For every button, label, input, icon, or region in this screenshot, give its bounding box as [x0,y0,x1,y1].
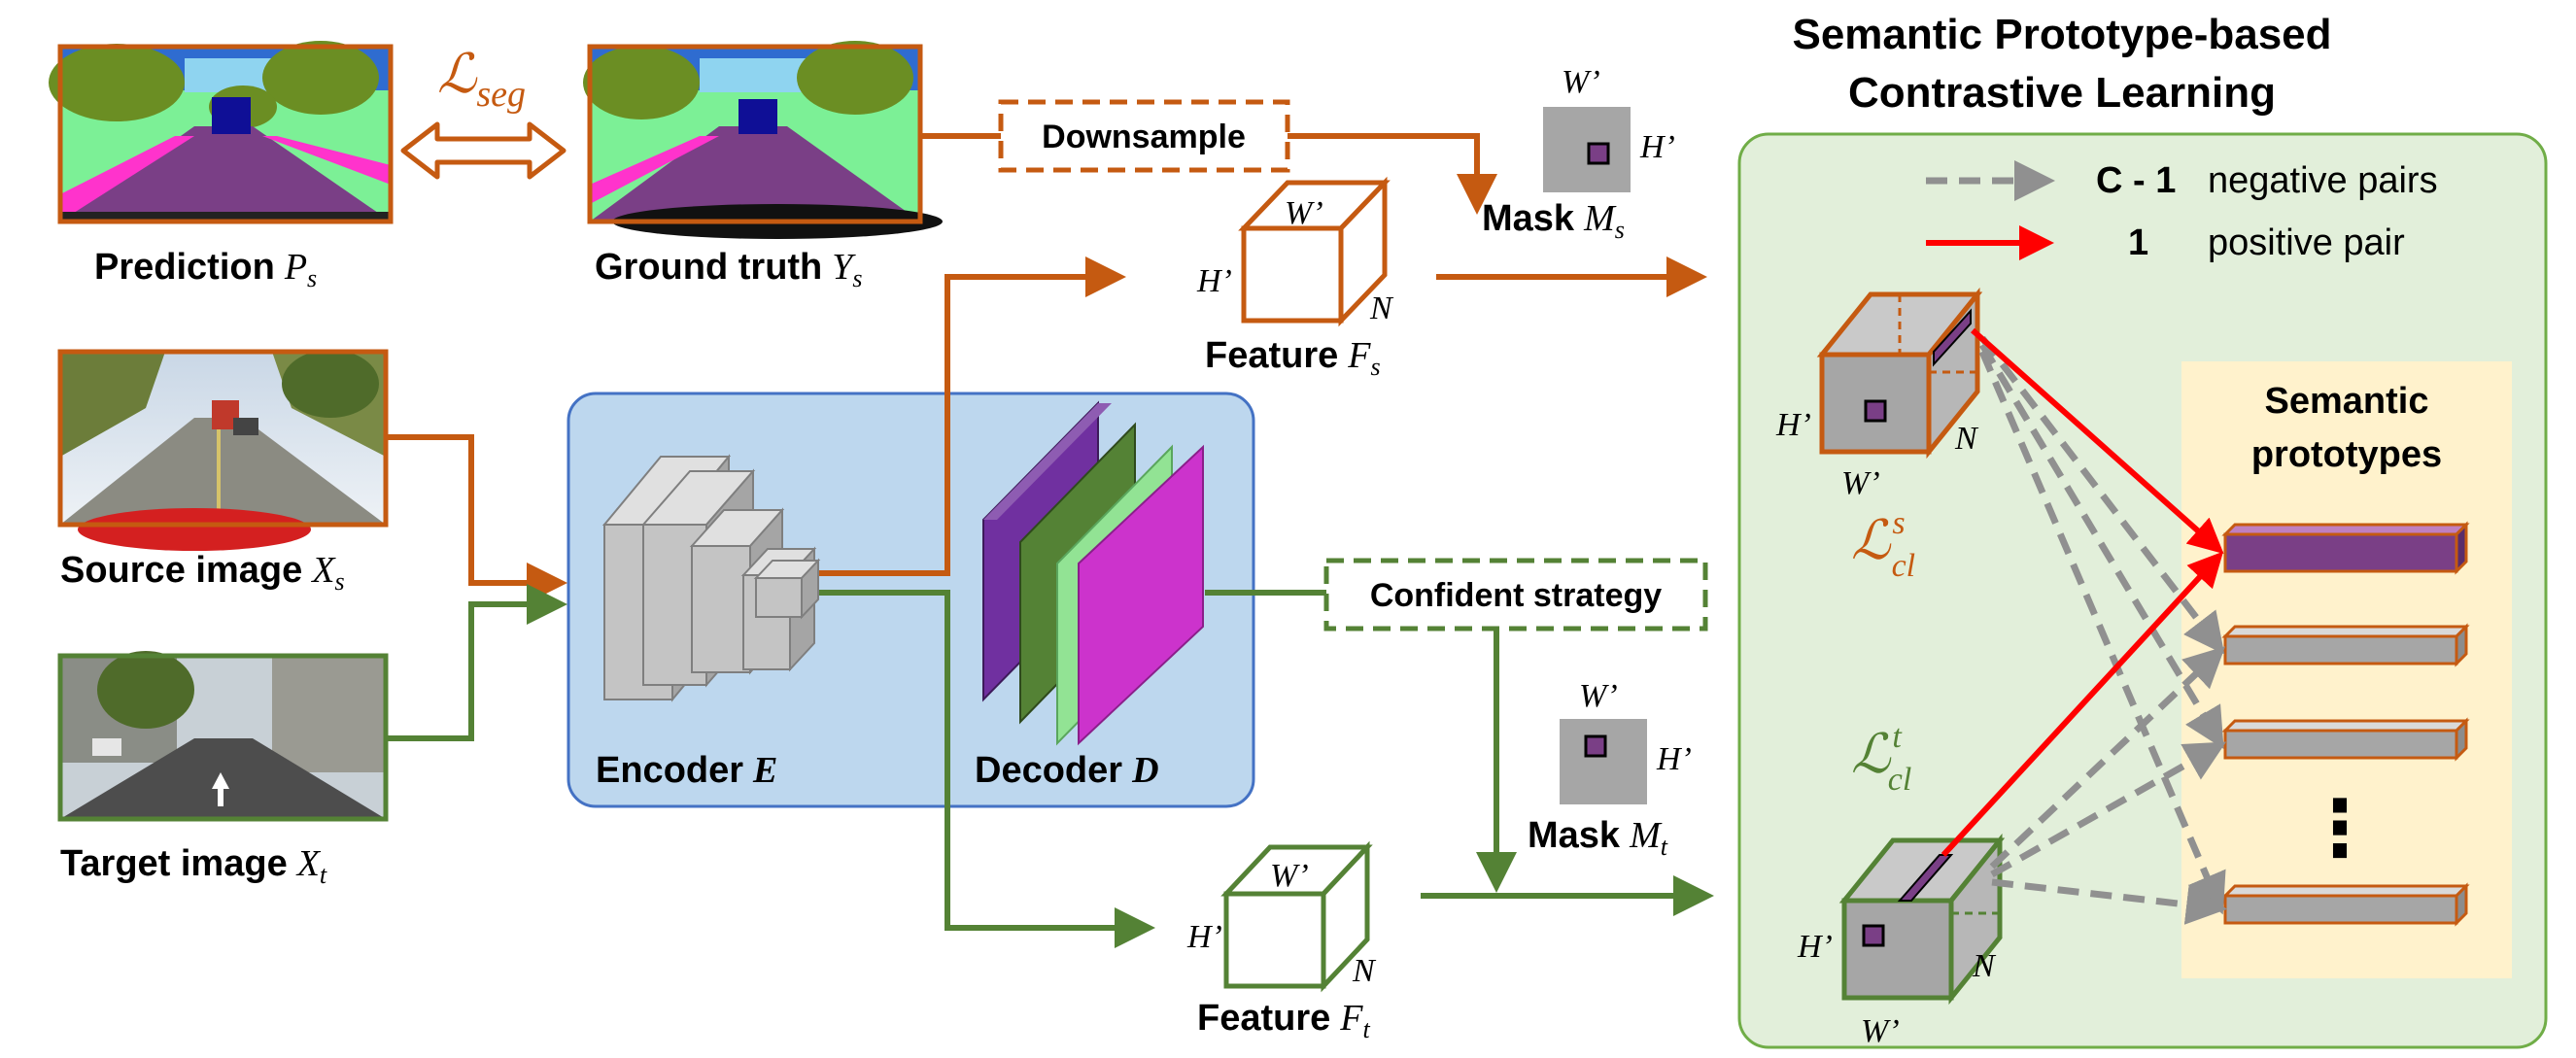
feature-target-cube [1220,840,1373,993]
double-arrow-icon [400,121,567,180]
prototype-bars [2221,521,2470,927]
downsample-box: Downsample [998,99,1290,173]
contrastive-title-line1: Semantic Prototype-based [1792,11,2331,58]
svg-text:H’: H’ [1656,741,1692,777]
contrastive-title-line2: Contrastive Learning [1848,69,2276,117]
svg-text:N: N [1954,421,1979,457]
contrastive-source-cube [1816,287,1983,460]
svg-text:W’: W’ [1861,1013,1900,1049]
ellipsis-icon: ⋮ [2301,783,2379,873]
svg-text:W’: W’ [1562,64,1600,100]
confident-strategy-box: Confident strategy [1323,558,1708,631]
prediction-image [49,41,394,224]
prototypes-label-line1: Semantic [2265,381,2429,422]
prototype-negative-c [2221,882,2470,927]
legend-positive-count: 1 [2128,222,2148,263]
svg-text:W’: W’ [1841,465,1880,501]
ground-truth-image [583,41,943,239]
svg-text:N: N [1369,290,1394,326]
loss-seg-symbol: ℒ [437,45,478,105]
encoder-network [601,454,821,702]
prototype-negative-2 [2221,717,2470,762]
legend: C - 1 negative pairs 1 positive pair [1926,160,2438,263]
svg-text:H’: H’ [1775,407,1811,443]
svg-text:H’: H’ [1639,129,1675,165]
confident-strategy-label: Confident strategy [1370,577,1662,614]
feature-source-cube [1238,176,1391,327]
source-image [57,349,389,551]
source-connectors [386,133,1707,603]
downsample-label: Downsample [1042,119,1246,155]
target-image [57,651,389,822]
prototype-negative-1 [2221,623,2470,667]
legend-negative-text: negative pairs [2208,160,2438,201]
prototype-positive [2221,521,2470,575]
prototypes-label-line2: prototypes [2251,434,2442,475]
svg-text:W’: W’ [1579,678,1618,714]
contrastive-target-cube [1838,833,2006,1006]
svg-text:ℒseg: ℒseg [437,45,526,115]
target-connectors [386,584,1714,948]
segmentation-loss: ℒseg [400,45,567,180]
decoder-network [982,400,1204,746]
svg-text:H’: H’ [1797,929,1833,965]
negative-pair-arrows [1978,335,2227,925]
positive-pair-arrows [1941,327,2224,858]
svg-text:W’: W’ [1285,195,1323,231]
prototype-panel [2181,361,2512,978]
svg-text:H’: H’ [1186,919,1222,955]
legend-positive-text: positive pair [2208,222,2405,263]
loss-seg-subscript: seg [476,74,526,115]
svg-text:N: N [1972,948,1997,984]
svg-text:H’: H’ [1196,263,1232,299]
svg-text:W’: W’ [1270,858,1309,894]
svg-text:N: N [1352,953,1377,989]
legend-negative-count: C - 1 [2096,160,2176,201]
